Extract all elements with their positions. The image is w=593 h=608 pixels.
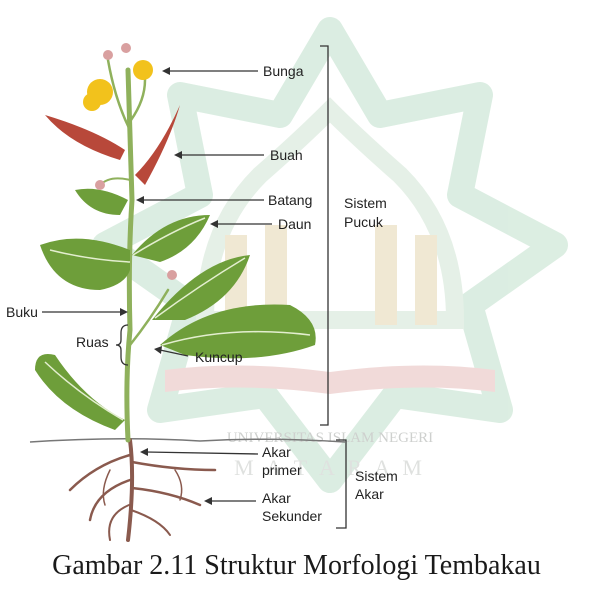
label-akar-primer-line1: Akar — [262, 444, 291, 460]
watermark-pillar — [415, 235, 437, 325]
label-akar-sekunder-line2: Sekunder — [262, 508, 322, 524]
figure-caption: Gambar 2.11 Struktur Morfologi Tembakau — [0, 550, 593, 582]
fruit — [45, 115, 125, 160]
flower-bud — [167, 270, 177, 280]
arrow-head — [136, 196, 144, 204]
label-sistem-pucuk-line1: Sistem — [344, 195, 387, 211]
arrow-head — [204, 497, 212, 505]
leaf — [40, 239, 130, 290]
label-sistem-akar-line2: Akar — [355, 486, 384, 502]
branch — [131, 80, 145, 120]
fruits — [45, 105, 180, 185]
arrow-head — [154, 346, 162, 354]
label-akar-sekunder-line1: Akar — [262, 490, 291, 506]
arrow-head — [162, 67, 170, 75]
watermark-pillar — [375, 225, 397, 325]
arrow-head — [140, 448, 148, 456]
flower — [133, 60, 153, 80]
label-kuncup: Kuncup — [195, 349, 242, 365]
secondary-root — [103, 470, 110, 505]
flower-bud — [103, 50, 113, 60]
label-sistem-pucuk-line2: Pucuk — [344, 214, 383, 230]
flower-bud — [121, 43, 131, 53]
arrow-head — [174, 151, 182, 159]
arrow-head — [120, 308, 128, 316]
secondary-root — [131, 510, 170, 535]
label-batang: Batang — [268, 192, 312, 208]
label-akar-primer-line2: primer — [262, 462, 302, 478]
label-daun: Daun — [278, 216, 311, 232]
leaf — [75, 189, 128, 215]
secondary-root — [132, 488, 200, 505]
flower — [83, 93, 101, 111]
root-system — [70, 440, 215, 540]
label-buah: Buah — [270, 147, 303, 163]
watermark-text-line1: UNIVERSITAS ISLAM NEGERI — [227, 430, 433, 446]
label-buku: Buku — [6, 304, 38, 320]
secondary-root — [90, 480, 130, 520]
secondary-root — [132, 462, 215, 470]
label-bunga: Bunga — [263, 63, 303, 79]
secondary-root — [109, 505, 129, 540]
label-ruas: Ruas — [76, 334, 109, 350]
flower-bud — [95, 180, 105, 190]
arrow-akar-primer — [146, 452, 258, 454]
label-sistem-akar-line1: Sistem — [355, 468, 398, 484]
